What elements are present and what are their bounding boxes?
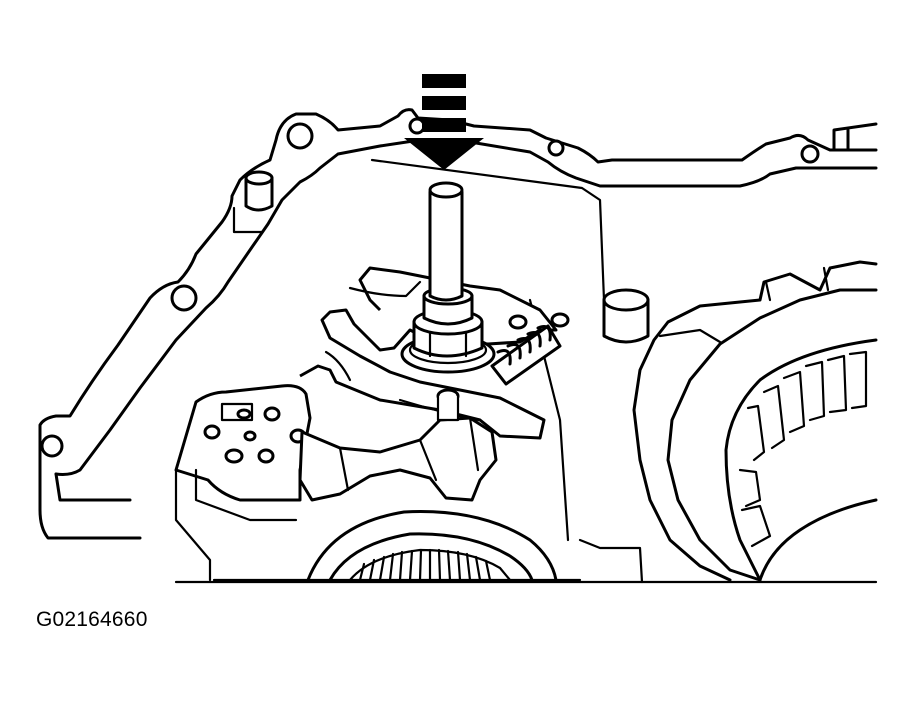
detent-spring [490, 312, 570, 386]
flange-tab-upper-right [832, 122, 878, 152]
parking-lever-arm [298, 388, 498, 502]
clutch-drum [632, 260, 878, 582]
clutch-spline-teeth [738, 350, 868, 548]
case-boss [602, 288, 650, 344]
figure-id-label: G02164660 [36, 608, 148, 631]
output-gear-teeth [358, 548, 492, 582]
output-gear [306, 510, 558, 582]
push-down-arrow-icon [404, 74, 484, 170]
inner-case-walls [174, 158, 644, 584]
manual-shaft-assembly [400, 181, 496, 374]
valve-body-block [174, 384, 312, 522]
case-flange-outline [38, 108, 878, 540]
flange-bolt-holes [40, 117, 820, 458]
dowel-pin-upper-left [232, 170, 274, 234]
